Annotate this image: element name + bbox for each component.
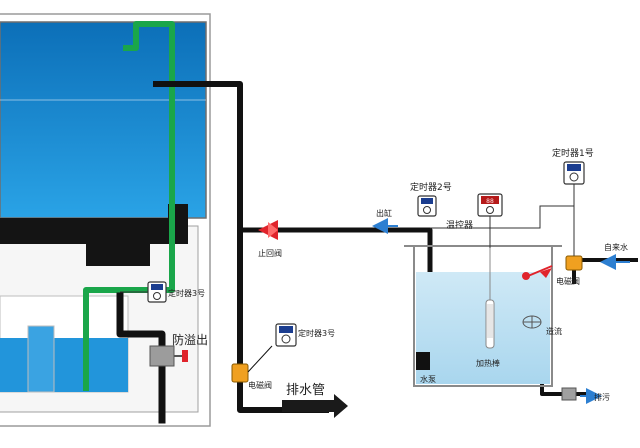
cabinet-sump	[0, 295, 129, 393]
label-timer-3-left: 定时器3号	[168, 288, 205, 298]
main-tank-water	[0, 22, 206, 218]
drain-pipe-arrow	[282, 394, 348, 418]
label-water-pump: 水泵	[420, 374, 436, 384]
label-timer-1: 定时器1号	[552, 147, 594, 159]
label-check-valve: 止回阀	[258, 248, 282, 258]
timer-3-right-device	[275, 323, 297, 347]
temp-controller-device: 88	[477, 193, 503, 248]
heater-rod	[485, 248, 495, 349]
label-overflow: 防溢出	[172, 332, 208, 347]
tap-water-line	[572, 258, 638, 284]
timer-2-device	[417, 195, 437, 217]
temp-readout: 88	[486, 198, 494, 205]
label-circulation: 造流	[546, 326, 562, 336]
label-drain-pipe: 排水管	[286, 383, 325, 398]
label-solenoid-left: 电磁阀	[248, 380, 272, 390]
sump-tank	[404, 245, 562, 387]
sewage-valve	[561, 387, 577, 401]
label-outlet: 出缸	[376, 208, 392, 218]
check-valve	[258, 220, 278, 240]
water-pump	[416, 352, 430, 370]
sump-water	[416, 272, 550, 384]
label-tap-water: 自来水	[604, 242, 628, 252]
float-switch	[522, 265, 553, 280]
label-sewage-drain: 排污	[594, 392, 610, 402]
circulation-fan	[522, 315, 542, 329]
label-solenoid-right: 电磁阀	[556, 276, 580, 286]
label-temp-controller: 温控器	[446, 219, 473, 231]
label-timer-3-right: 定时器3号	[298, 328, 335, 338]
tank-stand	[0, 218, 188, 266]
timer-3-left-device	[120, 281, 167, 303]
green-return-pipe	[83, 21, 175, 391]
timer-1-device	[430, 161, 585, 256]
overflow-valve	[149, 345, 188, 367]
main-tank-cabinet	[0, 13, 211, 427]
label-heater: 加热棒	[476, 358, 500, 368]
label-timer-2: 定时器2号	[410, 181, 452, 193]
overflow-pipe	[116, 292, 166, 424]
solenoid-valve-left	[231, 345, 273, 383]
